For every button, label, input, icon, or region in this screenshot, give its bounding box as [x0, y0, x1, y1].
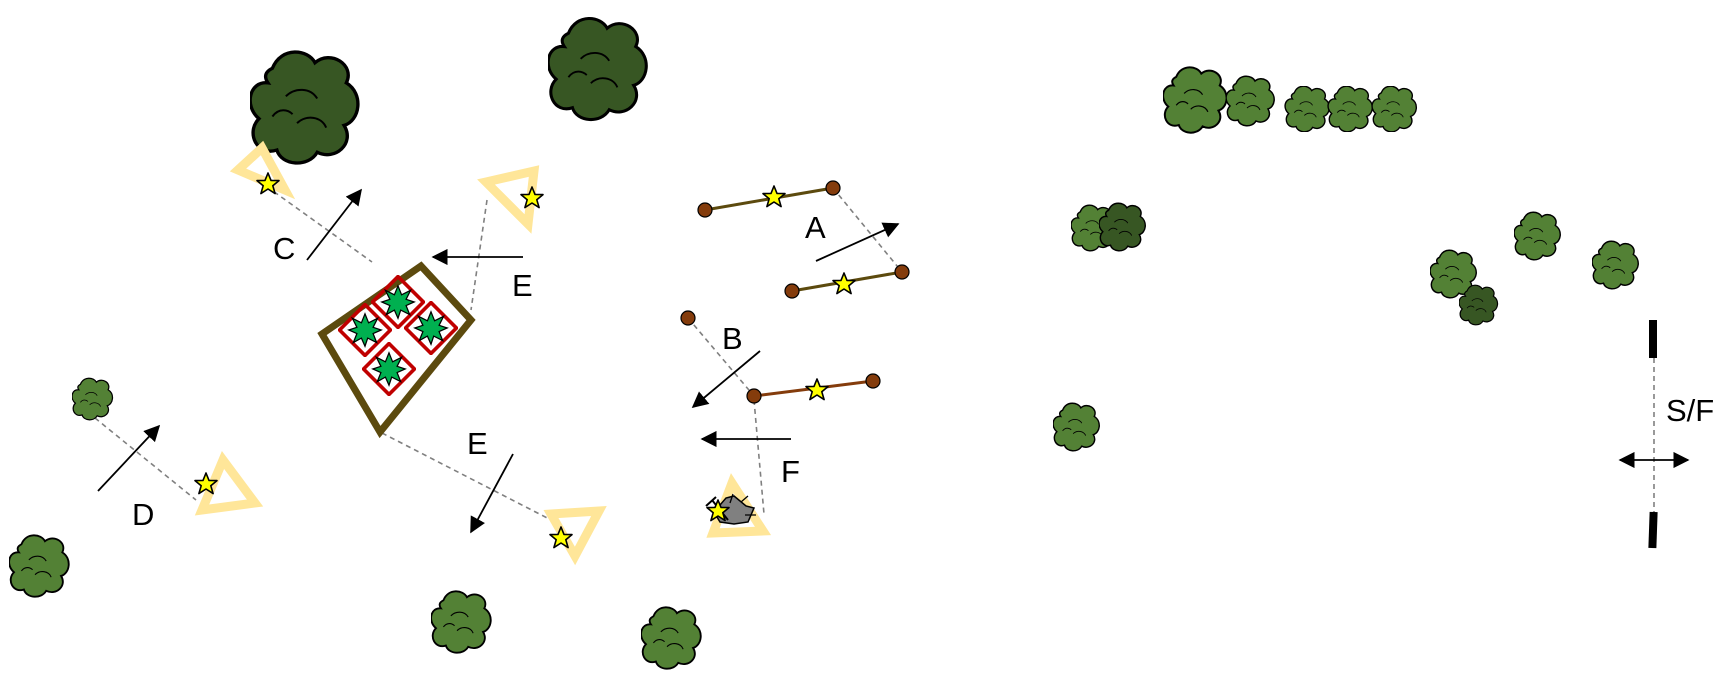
arrow-icon [307, 190, 361, 260]
tree-icon [1163, 67, 1226, 132]
connector-f [754, 400, 764, 514]
tree-icon [72, 378, 112, 420]
pole-post-icon [681, 311, 695, 325]
gate-post-icon [1648, 512, 1657, 548]
star-icon [833, 273, 855, 294]
label-d: D [132, 497, 154, 532]
tree-icon [1514, 212, 1560, 260]
tree-icon [548, 18, 646, 119]
label-b: B [722, 321, 743, 356]
connector-e-top [471, 200, 487, 310]
trees [9, 18, 1638, 668]
triangle-markers [202, 148, 763, 556]
tree-icon [1226, 76, 1274, 126]
label-c: C [273, 231, 295, 266]
pole-lines [681, 181, 909, 403]
connector-a [833, 188, 902, 272]
tree-icon [641, 607, 701, 668]
arrow-icon [816, 224, 898, 261]
tree-icon [1592, 241, 1638, 289]
label-f: F [781, 454, 800, 489]
tree-icon [1328, 86, 1372, 132]
gate-posts [1648, 320, 1657, 548]
tree-icon [1053, 403, 1099, 451]
star-icon [806, 379, 828, 400]
gate-post-icon [1649, 320, 1657, 358]
stars [195, 173, 855, 548]
label-a: A [805, 210, 826, 245]
label-e-top: E [512, 268, 533, 303]
connector-d [95, 418, 196, 500]
arrow-icon [471, 454, 513, 532]
tree-icon [1372, 86, 1416, 132]
tree-icon [1285, 86, 1329, 132]
star-icon [763, 186, 785, 207]
enclosure [322, 266, 471, 432]
label-e-bottom: E [467, 426, 488, 461]
tree-icon [250, 52, 358, 163]
label-sf: S/F [1666, 393, 1714, 428]
arrow-icon [98, 426, 159, 491]
tree-icon [431, 591, 491, 652]
tree-icon [9, 535, 69, 596]
